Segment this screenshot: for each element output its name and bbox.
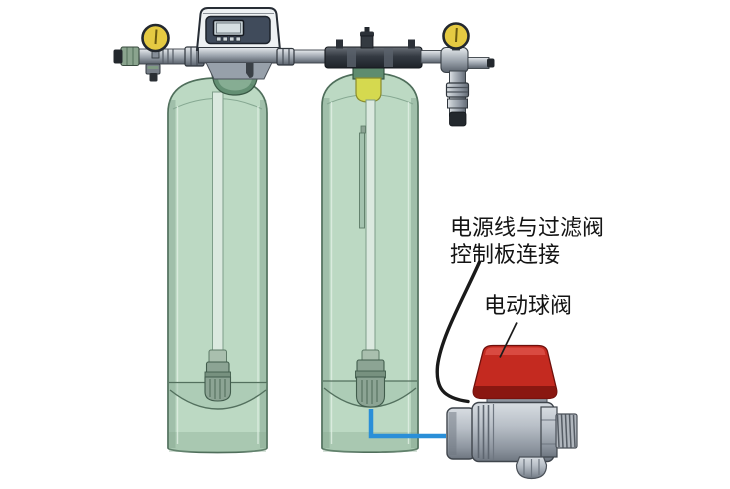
label-ball-valve: 电动球阀 <box>484 293 572 318</box>
manifold-coupling <box>347 48 356 67</box>
actuator-base-shade <box>473 386 557 399</box>
right-tank-shade-left <box>323 98 330 448</box>
right-tank <box>321 63 419 453</box>
left-tank-distributor <box>204 361 232 402</box>
right-tank-distributor <box>355 349 386 408</box>
left-tank-shade-left <box>169 100 176 448</box>
gauge-needle <box>455 27 458 43</box>
main-pipe-right <box>420 50 444 64</box>
valve-drain-knob <box>515 456 548 480</box>
side-fitting-cap <box>487 58 495 68</box>
valve-threads <box>555 413 578 449</box>
valve-hex-flange <box>540 406 558 458</box>
gauge-needle <box>154 29 158 45</box>
valve-clip <box>246 63 254 78</box>
manifold-coupling <box>384 48 393 67</box>
riser-sensor-strip <box>359 132 365 229</box>
control-buttons <box>216 36 241 42</box>
left-tank-shade-right <box>260 100 267 448</box>
elbow-side-fitting <box>467 57 490 69</box>
drain-line-blue <box>368 409 446 439</box>
lcd-screen <box>216 22 241 34</box>
drain-valve-left <box>145 63 161 82</box>
right-tank-riser-tube <box>365 99 376 359</box>
valve-base <box>205 62 273 80</box>
pipe-end-cap-bottom <box>449 111 467 127</box>
right-tank-shade-right <box>411 98 418 448</box>
control-valve-head <box>195 7 282 80</box>
left-tank <box>167 63 268 454</box>
left-tank-shade-bottom <box>169 432 266 452</box>
filter-cartridge <box>355 77 382 103</box>
vertical-drain-pipe <box>445 70 470 127</box>
right-pressure-gauge <box>442 22 470 51</box>
pipe-elbow <box>440 46 469 74</box>
label-power-cable-line2: 控制板连接 <box>450 242 560 267</box>
left-pressure-gauge <box>141 23 170 59</box>
socket-shade <box>448 412 457 455</box>
manifold-tee-valve <box>360 27 374 49</box>
riser-sensor-nub <box>360 125 366 134</box>
power-cable <box>435 260 482 404</box>
electric-ball-valve <box>446 344 578 480</box>
inlet-fitting <box>120 46 140 67</box>
manifold-nub <box>408 39 415 49</box>
manifold-nub <box>336 39 343 49</box>
inlet-manifold <box>324 27 423 69</box>
left-tank-bottom-arc <box>169 389 267 410</box>
valve-collar <box>198 47 280 64</box>
pipe-end-cap-left <box>113 49 123 64</box>
label-power-cable-line1: 电源线与过滤阀 <box>450 215 604 240</box>
left-tank-riser-tube <box>212 91 224 355</box>
actuator-highlight <box>485 347 546 355</box>
top-piping-assembly <box>113 7 495 127</box>
union-nut-middle <box>276 47 295 66</box>
ball-valve-leader-line <box>499 322 518 358</box>
left-neck-funnel <box>218 79 252 91</box>
